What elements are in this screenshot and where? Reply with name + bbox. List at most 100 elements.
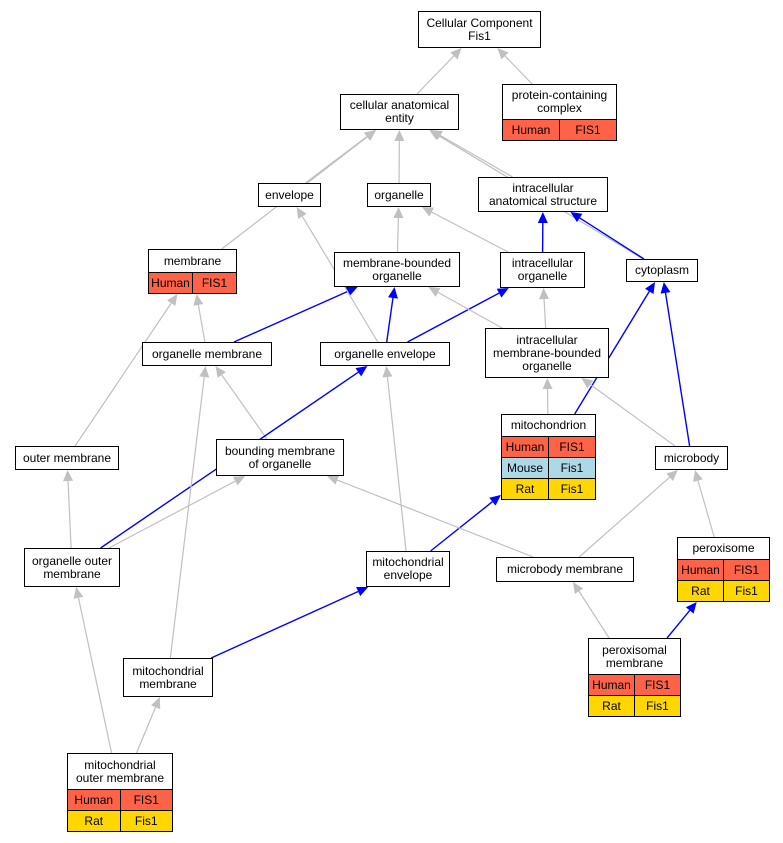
edge-arrowhead [296,207,307,220]
gene-cell: FIS1 [548,436,595,458]
node-microbody-membrane[interactable]: microbody membrane [496,557,634,582]
edge-is-a [135,706,157,754]
edge-arrowhead [496,288,509,298]
edge-part-of [579,217,645,260]
edge-arrowhead [429,130,442,140]
edge-arrowhead [489,494,501,506]
edge-is-a [578,476,671,558]
edge-arrowhead [537,212,548,224]
node-organelle-outer-membrane[interactable]: organelle outer membrane [24,548,120,587]
edge-is-a [589,383,676,447]
node-label: microbody [663,450,720,465]
edge-arrowhead [151,697,161,710]
edge-is-a [77,597,113,754]
edge-is-a [416,55,455,95]
node-intracellular-mb-organelle[interactable]: intracellular membrane-bounded organelle [485,328,609,378]
edge-arrowhead [167,294,178,306]
node-outer-membrane[interactable]: outer membrane [15,446,119,470]
edge-arrowhead [73,587,84,599]
node-bounding-membrane[interactable]: bounding membrane of organelle [216,439,344,476]
edge-arrowhead [345,286,358,297]
node-label: organelle [374,187,424,202]
edge-arrowhead [542,378,553,390]
edge-arrowhead [570,212,583,223]
node-organelle[interactable]: organelle [367,183,431,207]
edge-is-a [337,479,534,558]
node-intracellular-structure[interactable]: intracellular anatomical structure [478,177,608,212]
gene-cell: FIS1 [634,674,680,696]
node-intracellular-organelle[interactable]: intracellular organelle [500,252,585,288]
edge-is-a [440,134,513,178]
node-mitochondrial-envelope[interactable]: mitochondrial envelope [366,551,450,587]
edge-arrowhead [394,130,405,142]
edge-arrowhead [199,366,210,378]
node-cytoplasm[interactable]: cytoplasm [626,259,698,282]
node-organelle-envelope[interactable]: organelle envelope [320,342,450,366]
node-label: Cellular Component Fis1 [426,15,533,43]
node-label: cytoplasm [634,263,690,277]
species-cell: Rat [68,810,120,831]
node-label: organelle envelope [334,346,436,361]
node-label: microbody membrane [506,562,624,576]
edge-is-a [437,291,503,329]
edge-is-a [74,302,172,447]
edge-is-a [305,136,368,184]
node-label: mitochondrial outer membrane [75,757,165,785]
edge-is-a [578,590,610,639]
node-membrane-bounded-organelle[interactable]: membrane-bounded organelle [334,252,460,287]
node-microbody[interactable]: microbody [655,446,728,470]
edge-is-a [67,480,72,549]
edge-is-a [504,55,533,85]
node-envelope[interactable]: envelope [258,183,321,207]
node-label: mitochondrion [510,418,587,432]
node-label: outer membrane [22,450,112,465]
edge-part-of [210,590,359,659]
node-mitochondrial-membrane[interactable]: mitochondrial membrane [123,658,213,697]
edge-part-of [666,610,691,639]
node-anatomical-entity[interactable]: cellular anatomical entity [340,94,459,130]
gene-cell: FIS1 [723,559,769,581]
edge-part-of [430,501,493,552]
node-label: bounding membrane of organelle [224,443,336,471]
edge-arrowhead [645,282,656,294]
edge-arrowhead [666,470,678,482]
edge-is-a [197,304,206,343]
edge-arrowhead [428,287,441,297]
node-label: cellular anatomical entity [349,98,450,125]
edge-arrowhead [388,287,398,299]
species-cell: Human [68,789,120,811]
gene-cell: Fis1 [548,457,595,479]
edge-is-a [108,480,236,549]
node-cellular-component[interactable]: Cellular Component Fis1 [418,11,541,48]
node-label: mitochondrial membrane [132,663,204,691]
node-organelle-membrane[interactable]: organelle membrane [142,342,272,366]
node-label: protein-containing complex [511,88,608,115]
edge-arrowhead [539,288,550,300]
edge-arrowhead [327,475,340,485]
edge-part-of [233,290,348,343]
edge-is-a [221,374,268,440]
edge-arrowhead [693,470,703,482]
edge-arrowhead [497,48,509,60]
node-label: organelle outer membrane [31,553,113,581]
